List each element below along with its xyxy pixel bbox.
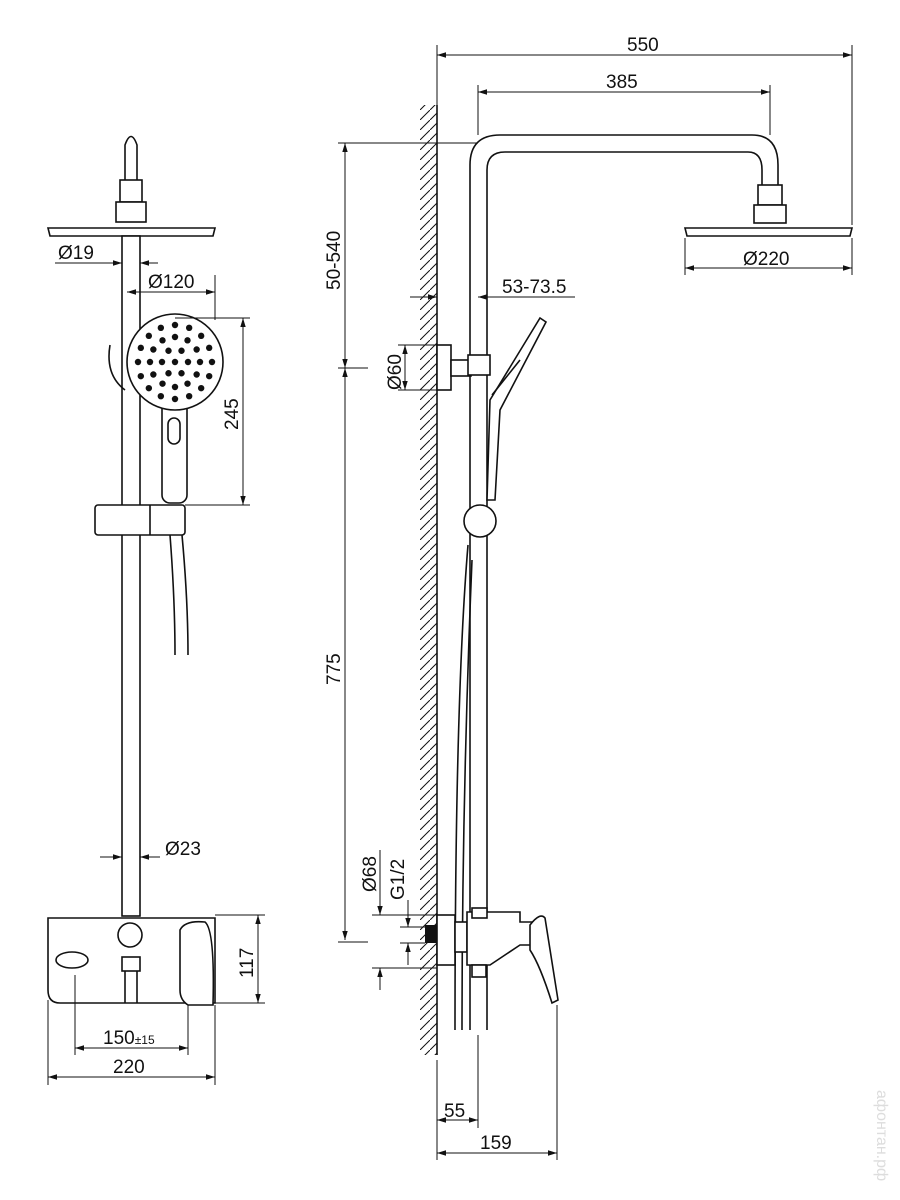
nozzle-dot	[157, 324, 165, 332]
slider	[94, 504, 186, 536]
nozzle-dot	[150, 346, 157, 353]
front-dimensions: Ø19 Ø120 245 Ø23 117 150±15 220	[47, 243, 265, 1085]
wall-connection	[425, 925, 437, 943]
nozzle-dot	[196, 358, 204, 366]
dim-rail-length: 775	[324, 653, 345, 685]
nozzle-dot	[193, 371, 200, 378]
nozzle-dot	[184, 337, 191, 344]
watermark: афонтан.рф	[873, 1090, 890, 1182]
dim-head-pipe: Ø19	[58, 243, 94, 264]
diverter	[117, 922, 143, 948]
nozzle-dot	[165, 370, 172, 377]
side-dimensions: 550 385 Ø220 50-540 53-73.5 Ø60 775 Ø68 …	[324, 35, 853, 1160]
nozzle-dot	[137, 344, 145, 352]
slider	[463, 504, 497, 538]
nozzle-dot	[145, 332, 153, 340]
front-view	[46, 135, 224, 1006]
dim-hand-height: 245	[222, 398, 243, 430]
nozzle-dot	[171, 333, 179, 341]
dim-top-adjust: 50-540	[324, 231, 345, 290]
dim-wall-pipe: 55	[444, 1101, 465, 1122]
nozzle-dot	[185, 392, 193, 400]
dim-mixer-width: 220	[113, 1057, 145, 1078]
side-view	[420, 105, 854, 1055]
dim-rail: Ø23	[165, 839, 201, 860]
mixer-lever	[529, 915, 559, 1005]
dim-mixer-depth: 159	[480, 1133, 512, 1154]
mixer-body	[466, 911, 541, 966]
hand-holder	[108, 344, 126, 391]
nozzle-dot	[184, 380, 191, 387]
dim-thread: G1/2	[388, 859, 409, 900]
nozzle-dot	[205, 344, 213, 352]
dim-head-diameter: Ø220	[743, 249, 789, 270]
hose	[169, 534, 189, 656]
nozzle-dot	[150, 371, 157, 378]
nozzle-dot	[146, 358, 154, 366]
nozzle-dot	[197, 384, 205, 392]
nozzle-dot	[184, 358, 192, 366]
dim-bracket-offset: 53-73.5	[502, 277, 566, 298]
nozzle-dot	[171, 383, 179, 391]
nozzle-dot	[171, 358, 179, 366]
nozzle-dot	[157, 392, 165, 400]
nozzle-dot	[171, 395, 179, 403]
nozzle-dot	[158, 358, 166, 366]
mixer-lever	[179, 920, 215, 1006]
hand-shower	[486, 316, 548, 501]
dim-hand-shower: Ø120	[148, 272, 194, 293]
head-ball-joint	[115, 201, 147, 223]
head-connector	[757, 184, 783, 206]
nozzle-dot	[137, 372, 145, 380]
nozzle-dot	[197, 332, 205, 340]
nozzle-dot	[185, 324, 193, 332]
dim-bracket: Ø60	[385, 354, 406, 390]
dim-escutcheon: Ø68	[360, 856, 381, 892]
rail-pipe	[121, 235, 141, 917]
nozzle-dot	[178, 370, 185, 377]
nozzle-dot	[159, 380, 166, 387]
rain-shower-head	[683, 227, 854, 237]
shower-column	[469, 134, 779, 1030]
spout	[55, 951, 89, 969]
nozzle-dot	[165, 347, 172, 354]
nozzle-dot	[208, 358, 216, 366]
nozzle-dot	[205, 372, 213, 380]
nozzle-dot	[171, 321, 179, 329]
wall-bracket	[436, 344, 452, 391]
head-connector	[119, 179, 143, 203]
head-arm	[124, 135, 138, 195]
wall-hatch	[420, 105, 437, 1055]
nozzle-dot	[145, 384, 153, 392]
rain-shower-head	[46, 227, 217, 237]
nozzle-dot	[178, 347, 185, 354]
nozzle-dot	[159, 337, 166, 344]
nozzle-dot	[134, 358, 142, 366]
dim-arm-reach: 385	[606, 72, 638, 93]
dim-centers: 150±15	[103, 1028, 155, 1049]
dim-mixer-height: 117	[237, 948, 258, 978]
nozzle-dot	[193, 346, 200, 353]
dim-total-reach: 550	[627, 35, 659, 56]
nozzle-dots	[134, 321, 216, 403]
